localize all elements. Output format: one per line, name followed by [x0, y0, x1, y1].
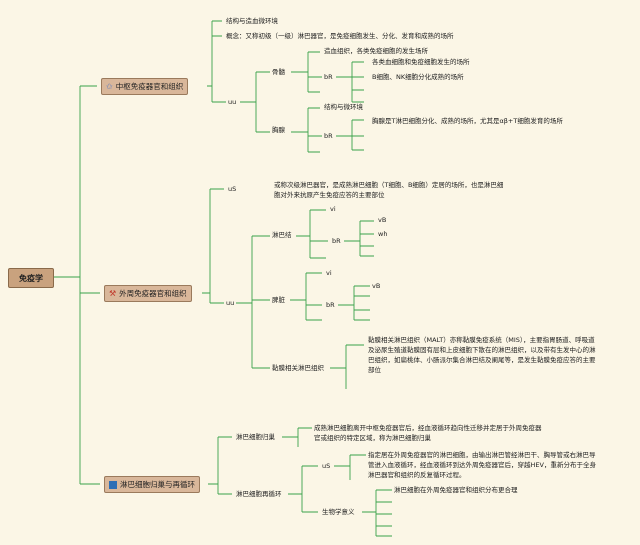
- node-uu[interactable]: uu: [226, 299, 235, 307]
- node-uS[interactable]: uS: [322, 462, 331, 470]
- category-homing-recirculation[interactable]: 淋巴细胞归巢与再循环: [104, 476, 200, 493]
- node-mucosa-line3[interactable]: 巴组织，如扁桃体、小肠派尔集合淋巴结及阑尾等，是发生黏膜免疫应答的主要: [368, 356, 596, 364]
- node-lymphocyte-homing[interactable]: 淋巴细胞归巢: [236, 433, 275, 441]
- node-vi[interactable]: vi: [330, 205, 336, 213]
- category-label: 外周免疫器官和组织: [119, 289, 187, 298]
- node-vB[interactable]: vB: [372, 282, 381, 290]
- node-homing-line1[interactable]: 成熟淋巴细胞离开中枢免疫器官后，经血液循环趋向性迁移并定居于外周免疫器: [314, 424, 542, 432]
- node-hematopoietic[interactable]: 造血组织，各类免疫细胞的发生场所: [324, 47, 428, 55]
- node-mucosa-line4[interactable]: 部位: [368, 366, 381, 374]
- node-bone-marrow[interactable]: 骨髓: [272, 68, 285, 76]
- category-label: 淋巴细胞归巢与再循环: [120, 480, 195, 489]
- category-label: 中枢免疫器官和组织: [115, 82, 184, 91]
- node-peripheral-desc-line1[interactable]: 或称次级淋巴器官，是成熟淋巴细胞（T细胞、B细胞）定居的场所，也是淋巴细: [274, 181, 504, 189]
- node-thymus-site[interactable]: 胸腺是T淋巴细胞分化、成熟的场所，尤其是αβ+T细胞发育的场所: [372, 117, 563, 125]
- node-wh[interactable]: wh: [378, 230, 388, 238]
- node-bR[interactable]: bR: [326, 301, 335, 309]
- node-bR[interactable]: bR: [332, 237, 341, 245]
- node-peripheral-desc-line2[interactable]: 胞对外来抗原产生免疫应答的主要部位: [274, 191, 385, 199]
- node-bR[interactable]: bR: [324, 132, 333, 140]
- node-uu[interactable]: uu: [228, 98, 237, 106]
- node-homing-line2[interactable]: 官或组织的特定区域，称为淋巴细胞归巢: [314, 434, 431, 442]
- node-recirc-line1[interactable]: 指定居在外周免疫器官的淋巴细胞，由输出淋巴管经淋巴干、胸导管或右淋巴导: [368, 451, 596, 459]
- category-central-immune-organs[interactable]: ✩ 中枢免疫器官和组织: [101, 78, 189, 95]
- node-thymus-structure[interactable]: 结构与微环境: [324, 103, 363, 111]
- square-icon: [109, 480, 117, 489]
- node-vi[interactable]: vi: [326, 269, 332, 277]
- node-concept[interactable]: 概念：又称初级（一级）淋巴器官，是免疫细胞发生、分化、发育和成熟的场所: [226, 32, 454, 40]
- node-mucosa-line1[interactable]: 黏膜相关淋巴组织（MALT）亦称黏膜免疫系统（MIS），主要指胃肠道、呼吸道: [368, 336, 595, 344]
- node-mucosa-line2[interactable]: 及泌尿生殖道黏膜固有层和上皮细胞下散在的淋巴组织，以及带有生发中心的淋: [368, 346, 596, 354]
- node-recirc-line3[interactable]: 淋巴器官和组织的反复循环过程。: [368, 471, 466, 479]
- node-uS[interactable]: uS: [228, 185, 237, 193]
- node-bR[interactable]: bR: [324, 73, 333, 81]
- node-site-b-nk[interactable]: B细胞、NK细胞分化成熟的场所: [372, 73, 464, 81]
- star-icon: ✩: [106, 81, 113, 91]
- node-site-blood-cells[interactable]: 各类血细胞和免疫细胞发生的场所: [372, 58, 470, 66]
- category-peripheral-immune-organs[interactable]: ⚒ 外周免疫器官和组织: [104, 285, 192, 302]
- node-biological-significance[interactable]: 生物学意义: [322, 508, 355, 516]
- root-node[interactable]: 免疫学: [8, 268, 54, 288]
- node-significance-1[interactable]: 淋巴细胞在外周免疫器官和组织分布更合理: [394, 486, 518, 494]
- node-lymph-node[interactable]: 淋巴结: [272, 231, 292, 239]
- node-mucosa[interactable]: 黏膜相关淋巴组织: [272, 364, 324, 372]
- node-vB[interactable]: vB: [378, 216, 387, 224]
- node-structure[interactable]: 结构与造血微环境: [226, 17, 278, 25]
- node-lymphocyte-recirculation[interactable]: 淋巴细胞再循环: [236, 490, 282, 498]
- node-thymus[interactable]: 胸腺: [272, 126, 285, 134]
- node-spleen[interactable]: 脾脏: [272, 296, 285, 304]
- node-recirc-line2[interactable]: 管进入血液循环，经血液循环到达外周免疫器官后，穿越HEV，重新分布于全身: [368, 461, 596, 469]
- tools-icon: ⚒: [109, 288, 117, 298]
